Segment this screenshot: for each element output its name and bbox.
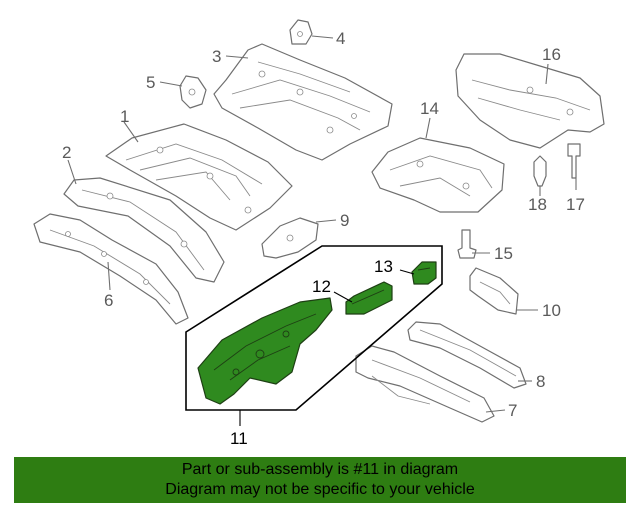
callout-9: 9 [340,211,349,230]
parts-diagram: 1 2 3 4 5 6 7 8 9 10 11 12 13 14 15 16 1… [33,19,605,448]
part-14-under-cover [371,137,505,213]
banner-line-1: Part or sub-assembly is #11 in diagram [181,461,459,478]
part-18-clip [533,155,547,187]
callout-13: 13 [374,257,393,276]
assembly-11-outline [185,245,443,411]
part-8-cross-member [407,321,527,389]
part-9-bracket [261,217,319,259]
callout-17: 17 [566,195,585,214]
callout-7: 7 [508,401,517,420]
callout-6: 6 [104,291,113,310]
part-6-side-rail [33,213,189,325]
part-4-bracket [289,19,313,45]
leader-lines [67,35,577,413]
callout-5: 5 [146,73,155,92]
part-10-bracket [469,267,519,315]
callout-2: 2 [62,143,71,162]
callout-18: 18 [528,195,547,214]
callout-3: 3 [212,47,221,66]
callout-8: 8 [536,372,545,391]
part-7-cross-member [355,345,495,423]
part-info-banner: Part or sub-assembly is #11 in diagram D… [14,457,626,503]
highlight-leader-lines [239,269,415,426]
part-12-reinforcement[interactable] [345,281,393,315]
banner-line-2: Diagram may not be specific to your vehi… [165,481,475,498]
part-1-floor-pan [105,123,293,231]
callout-1: 1 [120,107,129,126]
callout-16: 16 [542,45,561,64]
callout-12: 12 [312,277,331,296]
part-11-side-member-assembly[interactable] [197,297,333,405]
part-2-side-member [63,177,225,283]
part-3-rear-floor-pan [213,43,393,161]
callout-14: 14 [420,99,439,118]
part-17-bolt [567,143,581,179]
callout-11: 11 [230,429,248,448]
callout-4: 4 [336,29,345,48]
part-5-bracket [179,75,207,109]
callout-10: 10 [542,301,561,320]
part-15-bolt [457,229,477,259]
callout-15: 15 [494,244,513,263]
part-13-bracket[interactable] [411,261,437,285]
part-16-under-cover [455,53,605,149]
